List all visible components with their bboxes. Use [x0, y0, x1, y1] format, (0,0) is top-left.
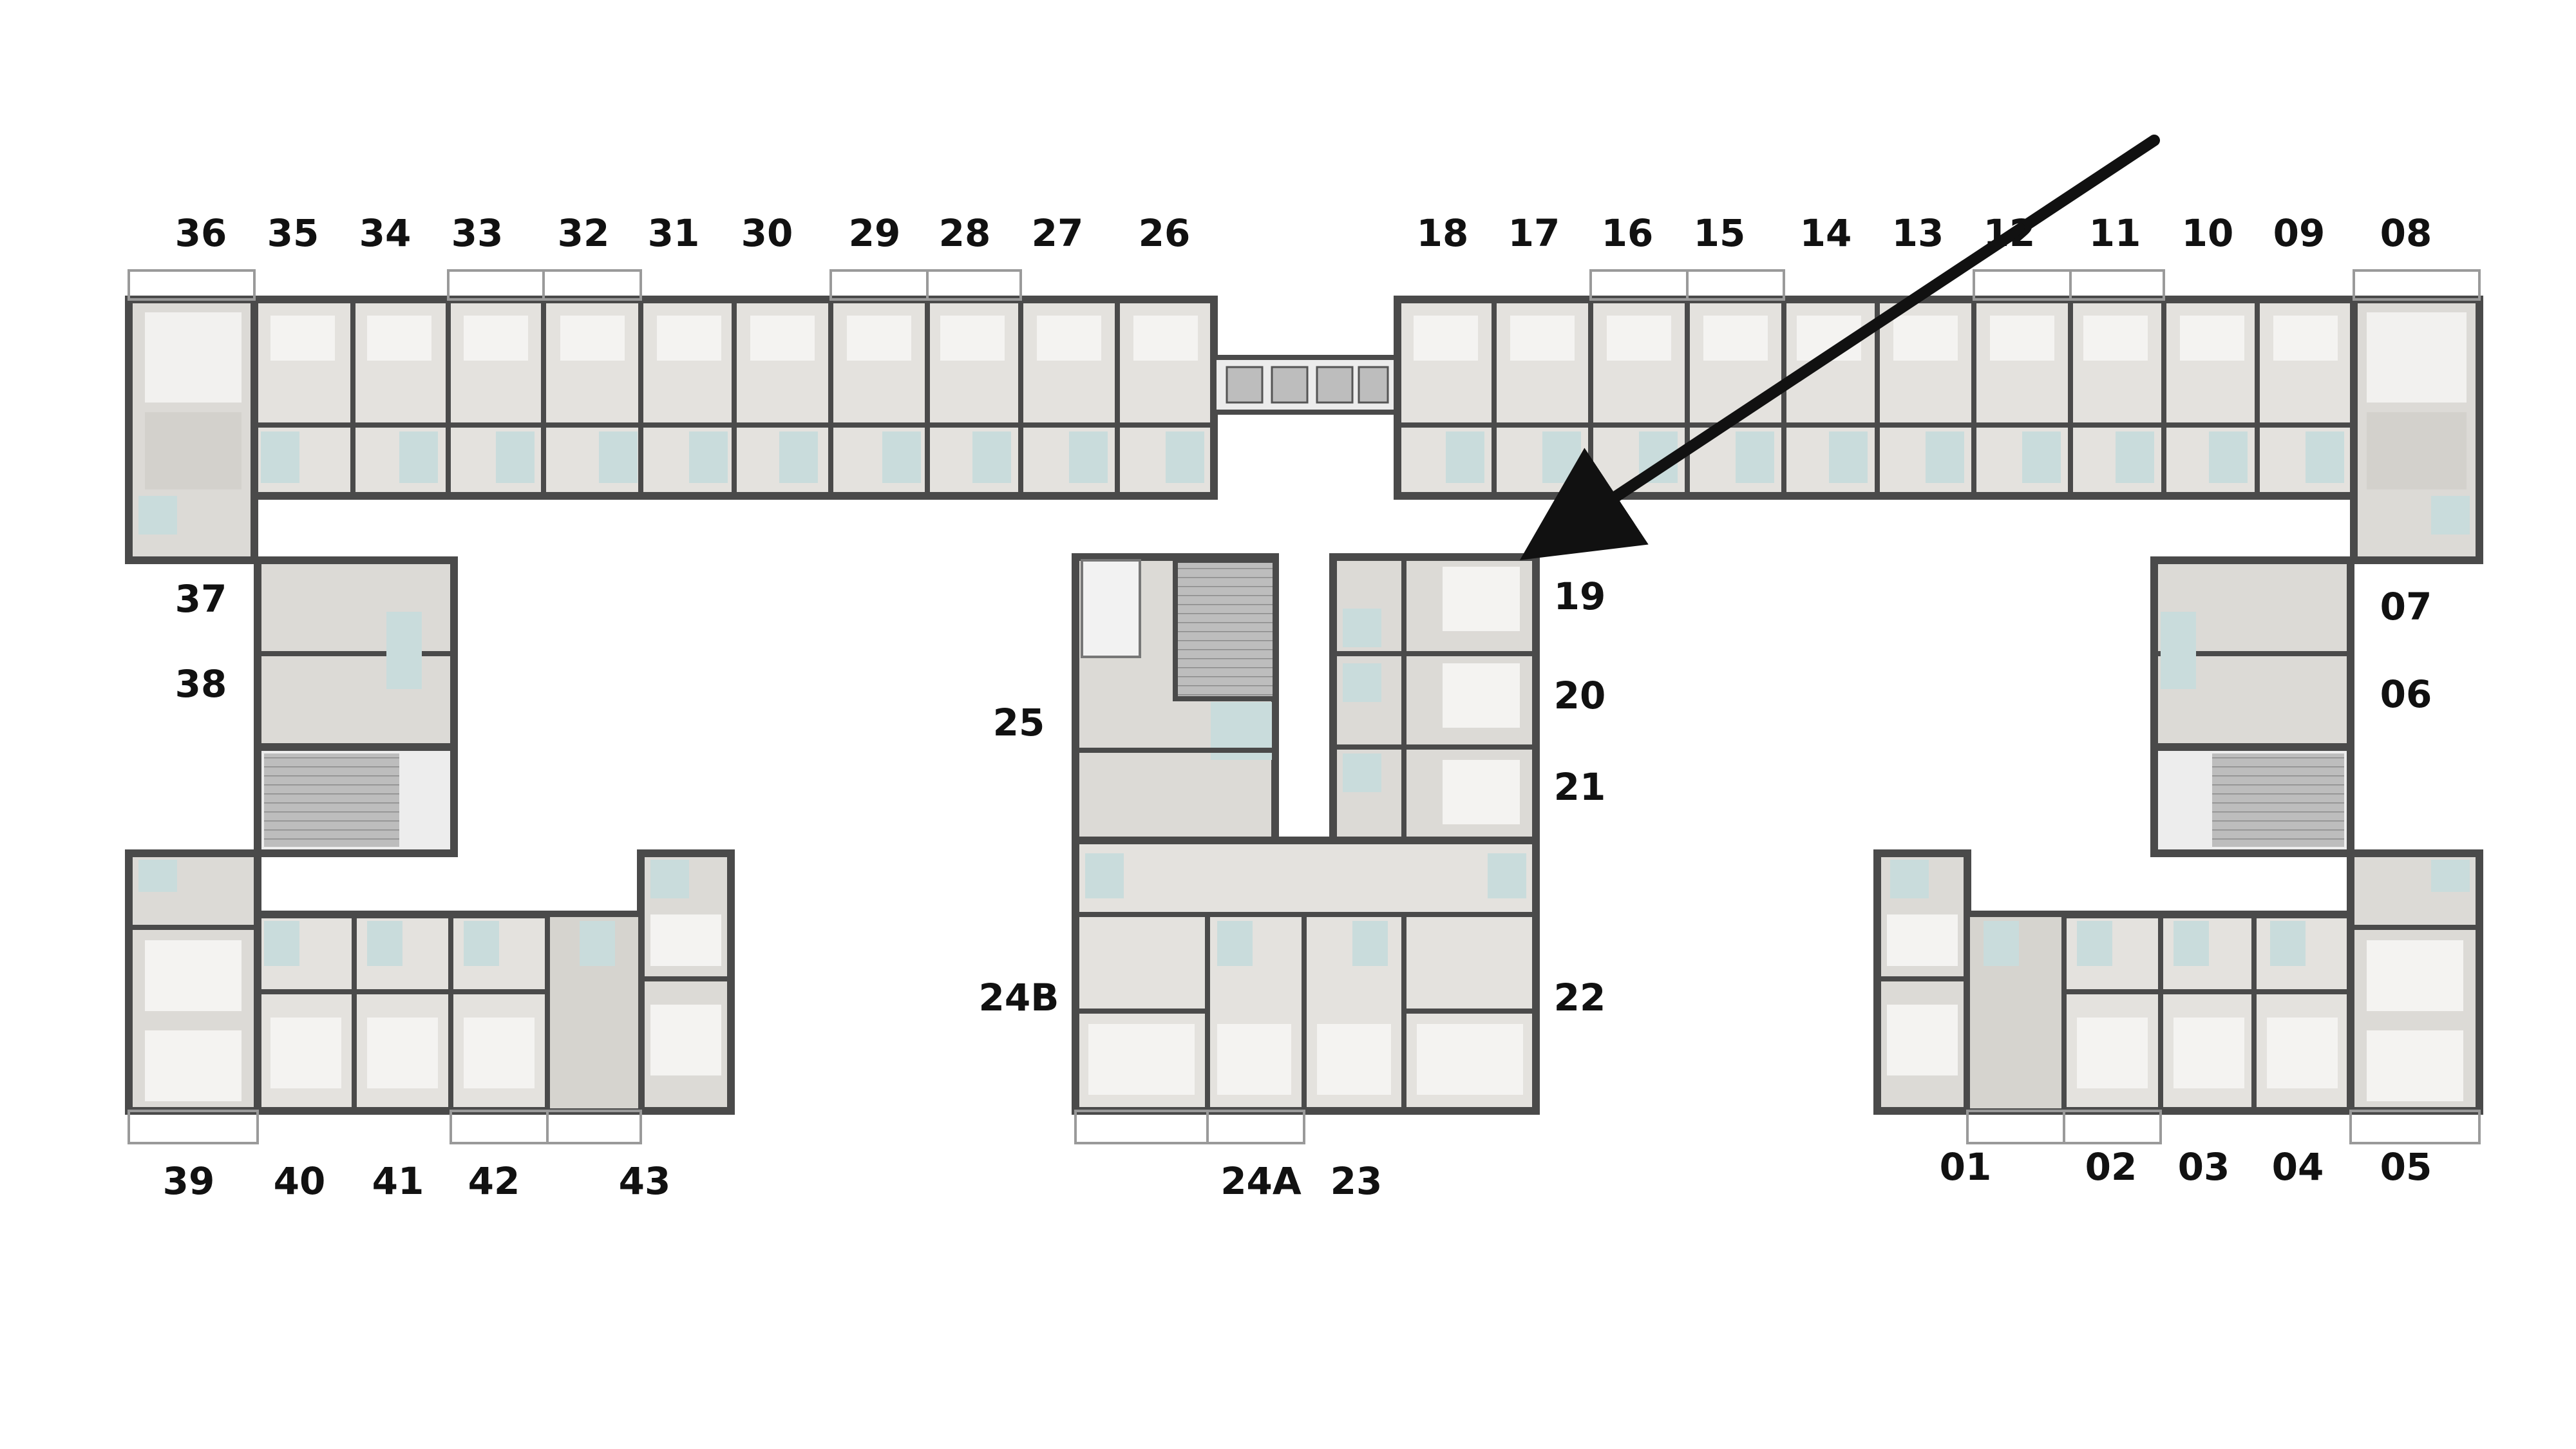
unit-label-26: 26 — [1138, 211, 1191, 255]
unit-label-22: 22 — [1553, 976, 1606, 1019]
unit-label-02: 02 — [2085, 1145, 2137, 1189]
bottom-right-wing — [1873, 849, 2483, 1115]
unit-label-11: 11 — [2088, 211, 2141, 255]
unit-label-16: 16 — [1601, 211, 1654, 255]
unit-label-36: 36 — [175, 211, 227, 255]
unit-label-35: 35 — [267, 211, 319, 255]
unit-label-27: 27 — [1031, 211, 1084, 255]
unit-label-31: 31 — [647, 211, 700, 255]
unit-label-17: 17 — [1508, 211, 1560, 255]
left-mid-block — [254, 556, 458, 857]
unit-label-19: 19 — [1553, 574, 1606, 618]
pointer-arrow — [1519, 135, 2160, 560]
unit-label-37: 37 — [175, 577, 227, 621]
unit-label-29: 29 — [848, 211, 901, 255]
top-right-wing — [1394, 296, 2483, 564]
unit-label-21: 21 — [1553, 765, 1606, 809]
unit-label-24B: 24B — [978, 976, 1059, 1019]
unit-label-03: 03 — [2177, 1145, 2230, 1189]
unit-label-39: 39 — [162, 1159, 215, 1203]
unit-label-01: 01 — [1939, 1145, 1992, 1189]
unit-label-30: 30 — [741, 211, 793, 255]
unit-label-10: 10 — [2181, 211, 2234, 255]
unit-label-23: 23 — [1330, 1159, 1383, 1203]
bridge — [1211, 355, 1400, 415]
unit-label-34: 34 — [359, 211, 412, 255]
unit-label-18: 18 — [1416, 211, 1469, 255]
unit-label-04: 04 — [2271, 1145, 2324, 1189]
unit-label-41: 41 — [372, 1159, 424, 1203]
central-core — [1072, 553, 1540, 1115]
unit-label-07: 07 — [2380, 585, 2432, 629]
unit-label-42: 42 — [468, 1159, 520, 1203]
unit-label-32: 32 — [557, 211, 610, 255]
right-mid-block — [2150, 556, 2354, 857]
bottom-left-wing — [125, 849, 735, 1115]
unit-label-15: 15 — [1693, 211, 1746, 255]
unit-label-13: 13 — [1891, 211, 1944, 255]
unit-label-28: 28 — [938, 211, 991, 255]
unit-label-40: 40 — [273, 1159, 326, 1203]
unit-label-05: 05 — [2380, 1145, 2432, 1189]
unit-label-38: 38 — [175, 662, 227, 706]
top-left-wing — [125, 296, 1218, 564]
unit-label-20: 20 — [1553, 674, 1606, 717]
terraces — [128, 269, 2481, 1144]
unit-label-12: 12 — [1983, 211, 2036, 255]
unit-label-24A: 24A — [1220, 1159, 1302, 1203]
unit-label-06: 06 — [2380, 672, 2432, 716]
unit-label-08: 08 — [2380, 211, 2432, 255]
unit-label-09: 09 — [2273, 211, 2325, 255]
unit-label-14: 14 — [1799, 211, 1852, 255]
unit-label-33: 33 — [451, 211, 504, 255]
unit-label-43: 43 — [618, 1159, 671, 1203]
unit-label-25: 25 — [992, 701, 1045, 744]
